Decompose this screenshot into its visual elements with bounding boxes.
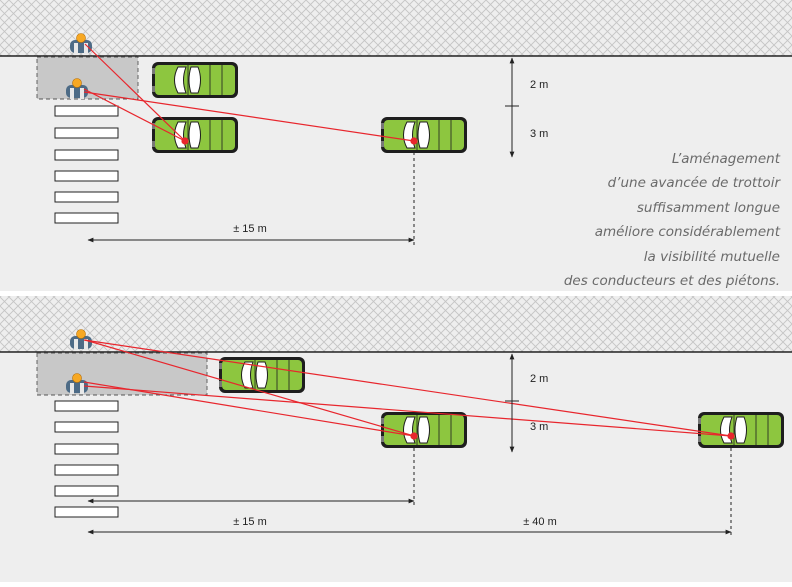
distance-dimension-top: ± 15 m: [87, 152, 415, 246]
driver-eye-point: [410, 432, 418, 440]
top-panel: 2 m 3 m ± 15 m: [0, 0, 792, 291]
caption-line: suffisamment longue: [636, 199, 780, 216]
bottom-panel: 2 m 3 m ± 15 m ± 40 m: [0, 296, 792, 582]
caption-line: la visibilité mutuelle: [643, 248, 780, 265]
crosswalk-bottom: [54, 400, 119, 518]
sight-lines-bottom: [83, 339, 735, 440]
car-far-top: [380, 116, 468, 154]
dim-40m-label: ± 40 m: [523, 516, 557, 528]
lane-dimensions-bottom: 2 m 3 m: [505, 353, 548, 453]
sight-lines-top: [83, 43, 418, 145]
dim-2m-label: 2 m: [530, 79, 548, 91]
dim-15m-label: ± 15 m: [233, 516, 267, 528]
crosswalk-top: [54, 105, 119, 224]
sidewalk-top: [0, 0, 792, 56]
car-far-bottom: [697, 411, 785, 449]
driver-eye-point: [410, 137, 418, 145]
dim-3m-label: 3 m: [530, 421, 548, 433]
caption-line: des conducteurs et des piétons.: [563, 273, 780, 290]
dim-3m-label: 3 m: [530, 128, 548, 140]
driver-eye-point: [727, 432, 735, 440]
sidewalk-bottom: [0, 296, 792, 352]
caption-line: d’une avancée de trottoir: [607, 175, 780, 192]
driver-eye-point: [181, 137, 189, 145]
lane-dimensions-top: 2 m 3 m: [505, 57, 548, 158]
dim-15m-label: ± 15 m: [233, 223, 267, 235]
caption-text: L’aménagement d’une avancée de trottoir …: [520, 147, 780, 293]
car-near-top: [151, 116, 239, 154]
caption-line: L’aménagement: [671, 151, 780, 167]
distance-dimensions-bottom: ± 15 m ± 40 m: [87, 448, 732, 538]
parked-car-top: [151, 61, 239, 99]
caption-line: améliore considérablement: [594, 224, 780, 241]
dim-2m-label: 2 m: [530, 373, 548, 385]
